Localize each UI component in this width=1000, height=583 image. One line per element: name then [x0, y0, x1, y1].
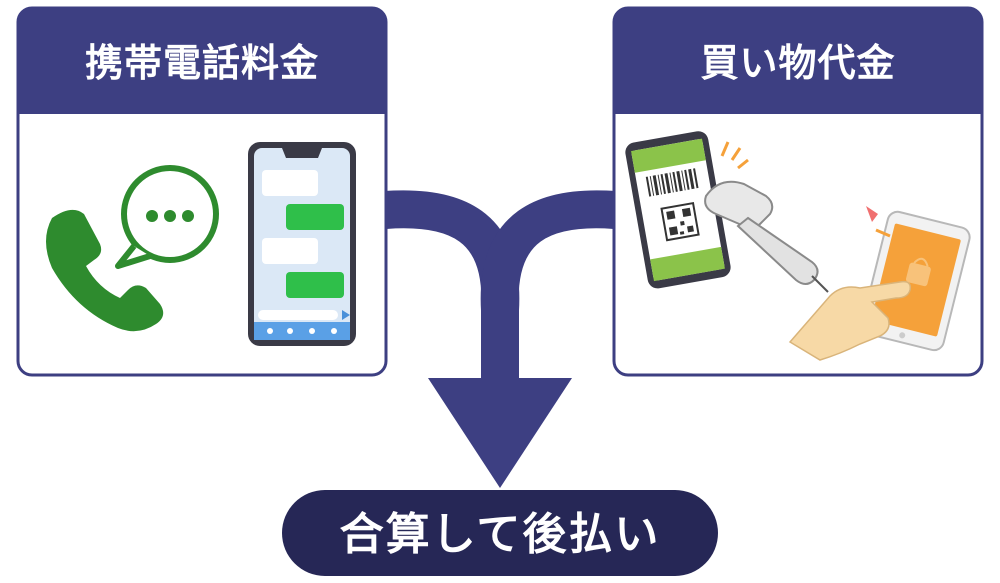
arrow-right-branch — [480, 190, 617, 312]
phone-handset-icon — [46, 209, 164, 332]
speech-bubble-icon — [115, 165, 219, 269]
smartphone-chat-icon — [248, 142, 356, 346]
left-card-header — [18, 8, 386, 114]
result-pill-background — [282, 490, 718, 576]
left-card: 携帯電話料金 — [16, 6, 388, 377]
result-label: 合算して後払い — [340, 509, 661, 560]
arrow-stem — [481, 295, 519, 385]
left-card-title: 携帯電話料金 — [85, 41, 319, 85]
hand-icon — [788, 280, 912, 361]
result-pill: 合算して後払い — [282, 490, 718, 576]
right-card: 買い物代金 — [612, 6, 984, 377]
shopping-tablet-icon — [860, 210, 971, 352]
barcode-smartphone-icon — [625, 131, 731, 289]
barcode-scanner-icon — [704, 141, 829, 293]
right-card-header — [614, 8, 982, 114]
arrow-head — [428, 378, 572, 488]
qr-code — [660, 201, 700, 242]
merge-arrow-icon — [383, 190, 617, 488]
right-card-title: 買い物代金 — [700, 41, 895, 85]
